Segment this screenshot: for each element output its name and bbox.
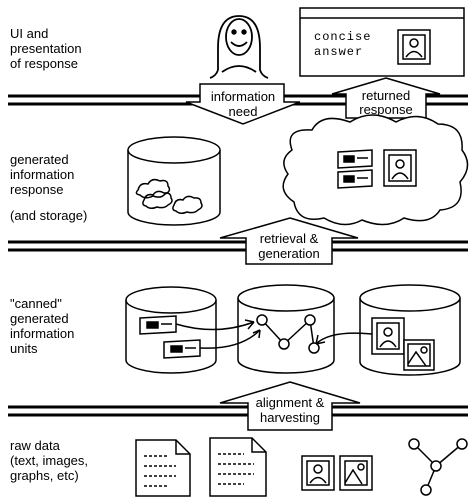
answer-window-line1: concise — [314, 30, 371, 44]
alignment-harvesting-line2: harvesting — [260, 410, 320, 425]
document-icon — [209, 437, 267, 497]
alignment-harvesting-line1: alignment & — [256, 395, 325, 410]
answer-window-line2: answer — [314, 45, 363, 59]
cylinder-images-icon — [359, 284, 461, 376]
cylinder-text-cards-icon — [125, 286, 217, 374]
information-need-arrow — [185, 83, 301, 125]
raw-layer-label: raw data (text, images, graphs, etc) — [10, 438, 89, 483]
information-need-line2: need — [229, 104, 258, 119]
generated-layer-note: (and storage) — [10, 208, 88, 223]
picture-icon — [301, 455, 335, 491]
response-cloud-icon — [282, 114, 469, 226]
canned-layer-label: "canned" generated information units — [10, 296, 75, 356]
retrieval-generation-line1: retrieval & — [260, 231, 319, 246]
layer-separator-bottom — [8, 405, 468, 417]
answer-window-icon — [299, 7, 465, 77]
graph-icon — [408, 438, 468, 496]
alignment-harvesting-arrow — [219, 381, 361, 431]
returned-response-line2: response — [359, 102, 412, 117]
cylinder-graph-icon — [237, 284, 335, 374]
layer-separator-middle — [8, 240, 468, 252]
retrieval-generation-arrow — [219, 217, 359, 265]
retrieval-generation-line2: generation — [258, 246, 319, 261]
connector-arrows — [175, 319, 373, 349]
picture-icon — [339, 455, 373, 491]
returned-response-line1: returned — [362, 88, 410, 103]
user-icon — [209, 15, 269, 79]
information-need-line1: information — [211, 89, 275, 104]
cylinder-cloud-icon — [127, 136, 221, 226]
document-icon — [135, 439, 191, 497]
presentation-layer-label: UI and presentation of response — [10, 26, 82, 71]
generated-layer-label: generated information response — [10, 152, 75, 197]
